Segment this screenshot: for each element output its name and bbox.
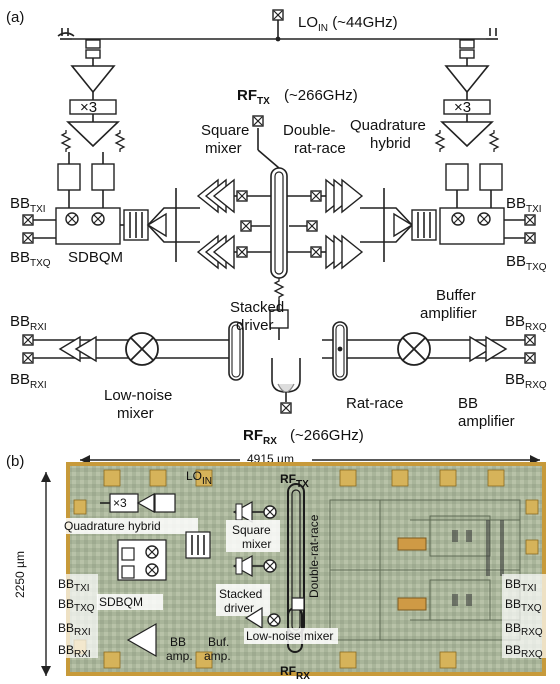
lo-chain-left: ×3 <box>57 28 125 191</box>
die-multiplier-label: ×3 <box>113 496 127 510</box>
panel-b-tag: (b) <box>6 453 24 470</box>
square-mixer-label-1: Square <box>201 122 249 139</box>
lna-mixer-label-2: mixer <box>117 405 154 422</box>
rf-tx-freq: (~266GHz) <box>284 87 358 104</box>
die-bb-amp-label-2: amp. <box>166 649 193 663</box>
bb-txi-label-left: BBTXI <box>10 195 46 215</box>
bb-rxi-label-left: BBRXI <box>10 313 47 333</box>
rf-rx-label: RFRX <box>243 427 277 447</box>
panel-a-tag: (a) <box>6 9 24 26</box>
lna-mixer-right <box>397 332 431 366</box>
die-lna-mixer <box>267 613 281 627</box>
die-rf-tx-label: RFTX <box>280 472 309 490</box>
die-bb-txi-left: BBTXI <box>58 577 90 594</box>
rf-rx-pad <box>280 402 292 414</box>
bb-rxq-label-right: BBRXQ <box>505 313 547 333</box>
die-square-mixers <box>232 500 277 578</box>
buffer-amp-label-2: amplifier <box>420 305 477 322</box>
die-bb-txi-right: BBTXI <box>505 577 537 594</box>
bb-rxq-bar-label-right: BBRXQ <box>505 371 547 391</box>
multiplier-left: ×3 <box>80 99 97 116</box>
buffer-amp-label-1: Buffer <box>436 287 476 304</box>
lna-mixer-left <box>125 332 159 366</box>
stacked-driver-right-bottom <box>310 234 364 270</box>
die-bb-txq-left: BBTXQ <box>58 597 95 614</box>
die-bb-rxi-bar-left: BBRXI <box>58 643 91 660</box>
height-dimension-label: 2250 µm <box>13 551 27 598</box>
die-lo-in-label: LOIN <box>186 469 212 487</box>
rf-rx-freq: (~266GHz) <box>290 427 364 444</box>
bb-txq-label-left: BBTXQ <box>10 249 51 269</box>
die-square-mixer-label-1: Square <box>232 523 271 537</box>
die-stacked-driver-label-2: driver <box>224 601 254 615</box>
bb-txi-label-right: BBTXI <box>506 195 542 215</box>
bb-amp-label-1: BB <box>458 395 478 412</box>
bb-txq-pad-left <box>22 232 34 244</box>
bb-rxi-bar-label-left: BBRXI <box>10 371 47 391</box>
panel-b: (b) 4915 µm 2250 µm <box>6 450 556 682</box>
bb-txq-label-right: BBTXQ <box>506 253 547 273</box>
double-rat-race-label-1: Double- <box>283 122 336 139</box>
sdbqm-left <box>55 190 149 245</box>
bb-amp-right <box>469 335 492 363</box>
die-buf-amp <box>244 606 263 630</box>
die-low-noise-mixer-label: Low-noise mixer <box>246 629 333 643</box>
stacked-driver-left-top <box>196 178 248 214</box>
die-buf-amp-label-1: Buf. <box>208 635 229 649</box>
rat-race-label: Rat-race <box>346 395 404 412</box>
square-mixer-label-2: mixer <box>205 140 242 157</box>
die-sdbqm <box>117 531 211 581</box>
multiplier-right: ×3 <box>454 99 471 116</box>
stacked-driver-right-top <box>310 178 364 214</box>
die-bb-rxq-right: BBRXQ <box>505 621 543 638</box>
quadrature-hybrid-label-1: Quadrature <box>350 117 426 134</box>
stacked-driver-label-1: Stacked <box>230 299 284 316</box>
stacked-driver-label-2: driver <box>236 317 274 334</box>
die-double-rat-race-label: Double-rat-race <box>307 514 321 598</box>
double-rat-race-label-2: rat-race <box>294 140 346 157</box>
lo-chain-right: ×3 <box>435 28 503 191</box>
double-rat-race <box>270 167 288 279</box>
die-quadrature-hybrid-label: Quadrature hybrid <box>64 519 161 533</box>
die-buf-amp-label-2: amp. <box>204 649 231 663</box>
sdbqm-right <box>411 190 505 245</box>
lo-in-pad <box>272 9 284 21</box>
bb-txi-pad-left <box>22 214 34 226</box>
lo-amp-left <box>70 65 116 94</box>
panel-a: (a) LOIN (~44GHz) ×3 <box>6 9 547 447</box>
die-stacked-driver-label-1: Stacked <box>219 587 262 601</box>
stacked-driver-left-bottom <box>196 234 248 270</box>
sdbqm-label: SDBQM <box>68 249 123 266</box>
rf-tx-label: RFTX <box>237 87 270 107</box>
die-rf-rx-label: RFRX <box>280 664 310 682</box>
die-square-mixer-label-2: mixer <box>242 537 271 551</box>
die-lo-chain: ×3 <box>100 492 176 514</box>
die-sdbqm-label: SDBQM <box>99 595 143 609</box>
lo-in-label: LOIN (~44GHz) <box>298 14 398 34</box>
rf-tx-pad <box>252 115 264 127</box>
die-bb-amp <box>126 622 157 658</box>
die-bb-rxi-left: BBRXI <box>58 621 91 638</box>
lna-mixer-label-1: Low-noise <box>104 387 172 404</box>
die-bb-amp-label-1: BB <box>170 635 186 649</box>
die-bb-txq-right: BBTXQ <box>505 597 542 614</box>
bb-amp-label-2: amplifier <box>458 413 515 430</box>
die-bb-rxq-bar-right: BBRXQ <box>505 643 543 660</box>
quadrature-hybrid-label-2: hybrid <box>370 135 411 152</box>
